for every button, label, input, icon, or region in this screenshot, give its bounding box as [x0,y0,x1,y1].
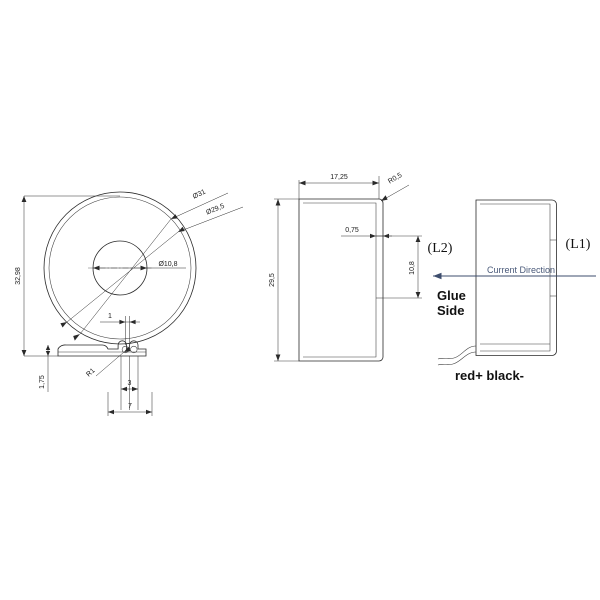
dim-outer-dia-arrow [171,214,178,219]
dim-overall-height-label: 32,98 [15,267,22,285]
dim-diameter-diagonal-2 [79,218,172,335]
lead-wire-lower [437,351,477,366]
dim-base-width-label: 7 [128,403,132,410]
front-view: 32,98 Ø31 Ø29,5 Ø10,8 1 1,75 [15,189,244,416]
right-view: (L2) (L1) Current Direction Glue Side re… [428,199,596,383]
dim-inner-dia-arrow-left [93,265,100,271]
dim-diameter-diagonal [66,231,179,323]
dim-step-offset-arrow-a [370,233,376,239]
dim-outer-diameter-label: Ø31 [192,189,207,201]
dim-mid-dia-arrow [178,226,185,232]
dim-side-height-arrow-bottom [275,354,281,361]
side-body-inner-outline [303,202,377,358]
dim-base-height-arrow-bottom [45,351,51,356]
lead-colors-label: red+ black- [455,368,524,383]
terminal-pin-2 [130,345,138,354]
dim-outer-dia-leader [170,192,229,220]
dim-base-height-label: 1,75 [39,375,46,389]
dim-base-height-arrow-top [45,345,51,350]
dim-base-width-arrow-left [108,409,114,415]
dim-pin-gap-arrow-a [119,319,126,325]
dim-diameter-diagonal-2-arrow [73,334,80,341]
dim-side-width-label: 17,25 [330,174,348,181]
dim-pin-gap-label: 1 [108,313,112,320]
dim-diameter-diagonal-arrow [60,322,67,328]
right-body-outline [475,199,557,356]
dim-step-offset-label: 0,75 [345,227,359,234]
dim-base-width-arrow-right [146,409,152,415]
dim-corner-radius-label: R0,5 [387,172,403,186]
dim-side-height-label: 29,5 [269,273,276,287]
dim-pin-pitch-arrow-right [132,386,138,392]
dim-inner-diameter-label: Ø10,8 [158,261,177,268]
right-body-inner-outline [480,203,551,352]
dim-fillet-label: R1 [85,367,96,378]
lead-wire-upper [437,345,477,360]
side-body-outline [298,198,384,362]
dim-pin-gap-arrow-b [129,319,136,325]
terminal-l1-label: (L1) [566,237,591,252]
dim-pin-pitch-label: 3 [128,380,132,387]
dim-side-height-arrow-top [275,199,281,206]
dim-height-arrow-top [21,196,27,202]
dim-side-width-arrow-left [299,180,306,186]
dim-window-height-label: 10,8 [409,261,416,275]
dim-fillet-leader [95,351,125,377]
dim-side-width-arrow-right [372,180,379,186]
dim-window-height-arrow-top [415,236,421,242]
terminal-l2-label: (L2) [428,241,453,256]
glue-side-label-line2: Side [437,303,464,318]
dim-corner-radius-arrow [381,195,388,201]
current-direction-arrow-head [433,272,442,280]
terminal-base-block [57,340,147,357]
dim-height-arrow-bottom [21,350,27,356]
dim-window-height-arrow-bottom [415,292,421,298]
side-view: 17,25 R0,5 29,5 0,75 10,8 [269,172,422,362]
dim-mid-diameter-label: Ø29,5 [205,203,225,217]
dim-inner-dia-arrow-right [140,265,147,271]
glue-side-label-line1: Glue [437,288,466,303]
core-mid-circle [48,196,192,340]
dim-pin-pitch-arrow-left [121,386,127,392]
dim-fillet-arrow [124,346,131,352]
current-direction-label: Current Direction [487,265,555,275]
core-outer-circle [43,191,197,345]
dim-mid-dia-leader [177,206,244,233]
